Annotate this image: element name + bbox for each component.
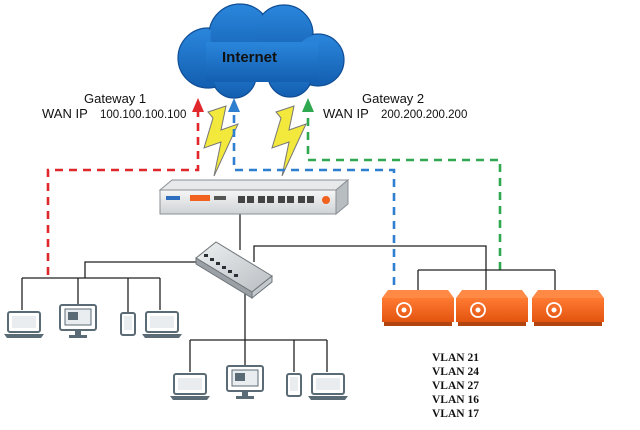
gateway-2-ip: 200.200.200.200 — [381, 109, 467, 121]
server-icon — [532, 290, 604, 326]
vlan-label: VLAN 21 — [432, 352, 479, 364]
server-icon — [456, 290, 528, 326]
tablet-icon — [120, 312, 136, 336]
desktop-monitor-icon — [226, 365, 264, 399]
gateway-1-ip: 100.100.100.100 — [100, 109, 186, 121]
lan-wiring — [21, 214, 556, 372]
gateway-2-wan-label: WAN IP — [323, 106, 369, 121]
tablet-icon — [286, 373, 302, 397]
gateway-1-wan-label: WAN IP — [42, 106, 88, 121]
network-switch-icon — [195, 241, 273, 300]
gateway-1-arrow — [192, 98, 204, 112]
vlan-label: VLAN 24 — [432, 366, 479, 378]
gateway-1-link — [46, 110, 200, 275]
cloud-label: Internet — [222, 49, 277, 66]
vlan-label: VLAN 16 — [432, 394, 479, 406]
gateway-2-link — [306, 110, 502, 270]
cloud-icon — [177, 3, 345, 99]
lightning-icon — [203, 105, 239, 177]
blue-lan-link — [232, 110, 396, 285]
vlan-label: VLAN 17 — [432, 408, 479, 420]
firewall-appliance-icon — [158, 178, 350, 216]
laptop-icon — [142, 311, 182, 338]
lightning-icon — [271, 105, 307, 177]
vlan-label: VLAN 27 — [432, 380, 479, 392]
desktop-monitor-icon — [59, 304, 97, 338]
gateway-1-title: Gateway 1 — [84, 91, 146, 106]
server-icon — [382, 290, 454, 326]
gateway-2-arrow — [302, 98, 314, 112]
gateway-2-title: Gateway 2 — [362, 91, 424, 106]
blue-lan-arrow — [228, 98, 240, 112]
laptop-icon — [308, 373, 348, 400]
laptop-icon — [170, 373, 210, 400]
laptop-icon — [4, 311, 44, 338]
